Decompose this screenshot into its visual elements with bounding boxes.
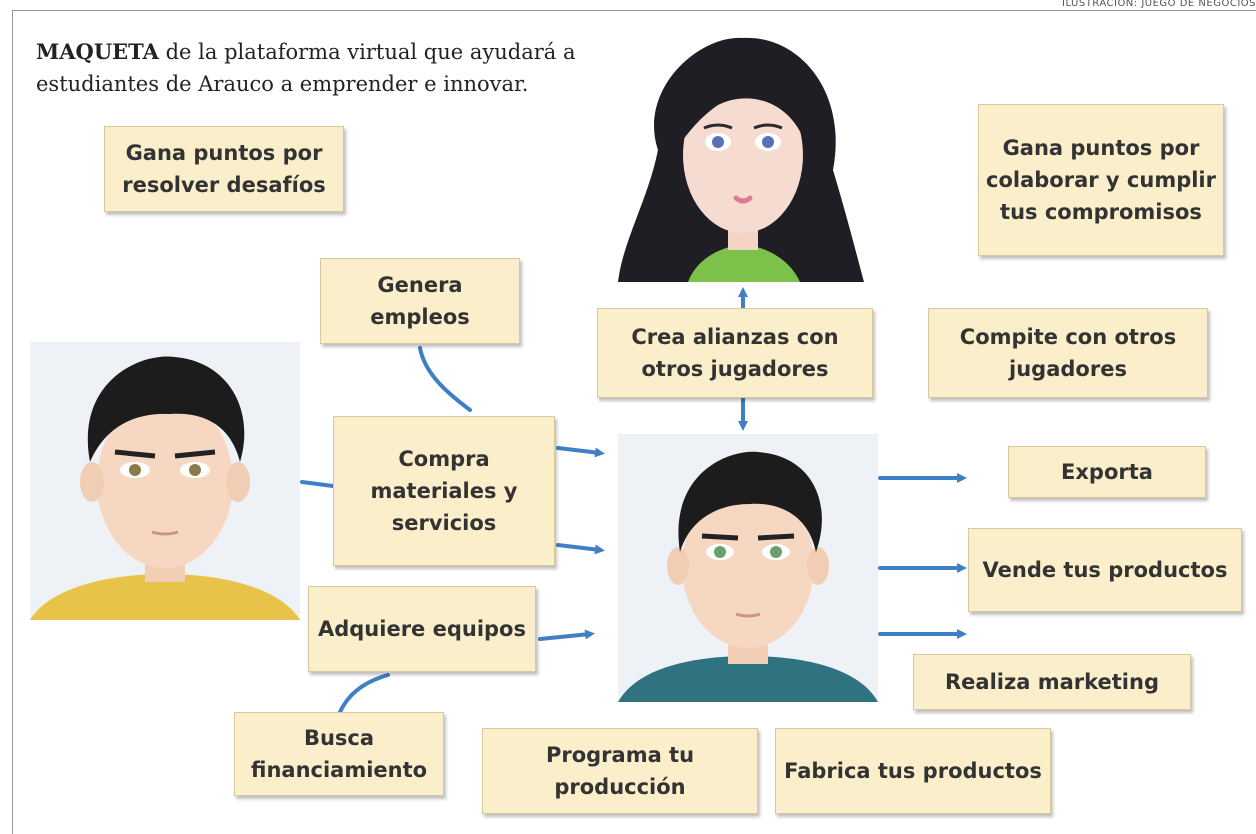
box-genera-empleos: Genera empleos xyxy=(320,258,520,344)
supplier-avatar-image xyxy=(30,356,300,620)
box-exporta: Exporta xyxy=(1008,446,1206,498)
caption: MAQUETA de la plataforma virtual que ayu… xyxy=(36,36,576,100)
female-player-avatar xyxy=(618,30,864,282)
box-adquiere-equipos: Adquiere equipos xyxy=(308,586,536,672)
line-genera-to-compra xyxy=(418,346,472,412)
box-gana-puntos-desafios: Gana puntos por resolver desafíos xyxy=(104,126,344,212)
box-realiza-marketing: Realiza marketing xyxy=(913,654,1191,710)
box-vende-productos: Vende tus productos xyxy=(968,528,1242,612)
box-crea-alianzas: Crea alianzas con otros jugadores xyxy=(597,308,873,398)
box-programa-produccion: Programa tu producción xyxy=(482,728,758,814)
line-supplier-to-compra xyxy=(300,480,335,488)
box-gana-puntos-colaborar: Gana puntos por colaborar y cumplir tus … xyxy=(978,104,1224,256)
supplier-player-avatar xyxy=(30,342,300,620)
arrow-adquiere-to-main xyxy=(538,629,595,641)
box-compra-materiales: Compra materiales y servicios xyxy=(333,416,555,566)
caption-text: de la plataforma virtual que ayudará a e… xyxy=(36,40,576,96)
main-avatar-image xyxy=(618,451,878,702)
illustration-credit: ILUSTRACIÓN: JUEGO DE NEGOCIOS xyxy=(1062,0,1256,9)
arrow-compra-to-main-bottom xyxy=(556,543,605,555)
box-busca-financiamiento: Busca financiamiento xyxy=(234,712,444,796)
female-avatar-image xyxy=(618,37,864,282)
main-player-avatar xyxy=(618,434,878,702)
box-fabrica-productos: Fabrica tus productos xyxy=(775,728,1051,814)
line-busca-to-adquiere xyxy=(338,673,390,714)
arrow-compra-to-main-top xyxy=(556,446,605,458)
frame-top-rule xyxy=(12,10,1256,11)
caption-bold: MAQUETA xyxy=(36,39,159,64)
box-compite: Compite con otros jugadores xyxy=(928,308,1208,398)
frame-left-rule xyxy=(12,10,13,834)
